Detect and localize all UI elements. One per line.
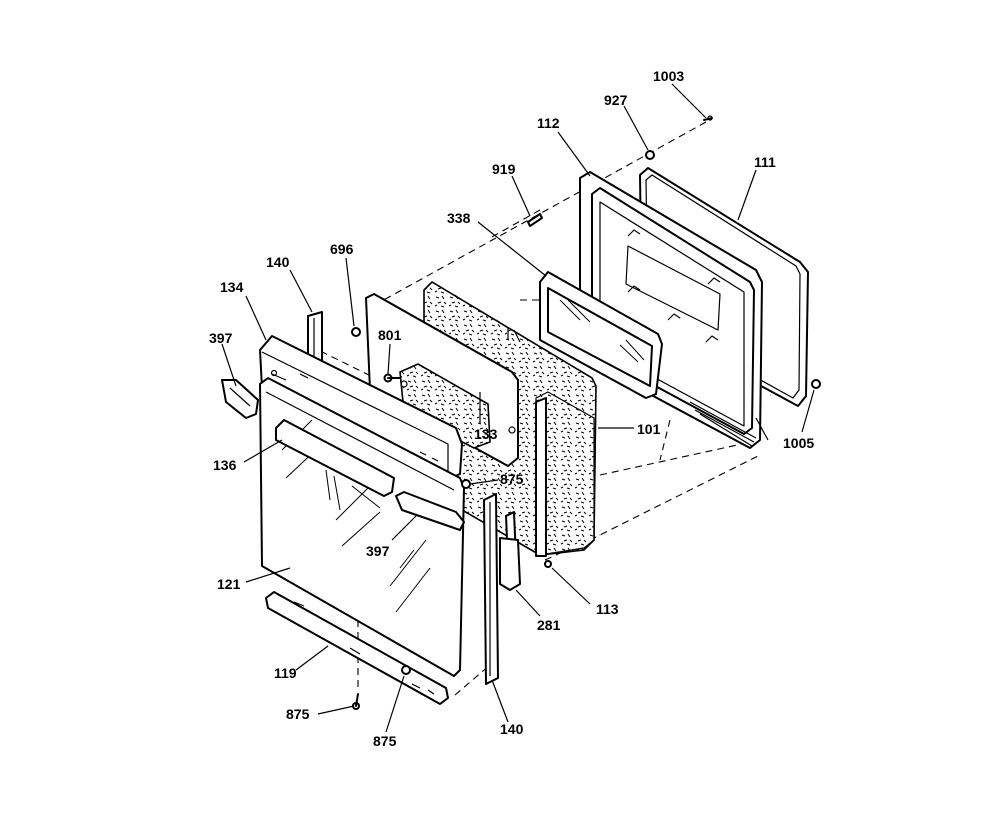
leader-lines [221,83,815,733]
label-111: 111 [754,154,776,170]
bottom-trim-channel [265,591,449,705]
label-140-top: 140 [266,254,290,270]
label-133: 133 [474,426,498,442]
label-875-bottom: 875 [373,733,397,749]
label-134: 134 [220,279,244,295]
label-101: 101 [637,421,661,437]
label-1005: 1005 [783,435,814,451]
label-397-mid: 397 [366,543,390,559]
label-801: 801 [378,327,402,343]
label-1003: 1003 [653,68,684,84]
part-number-labels: 1003 927 112 111 919 338 696 140 134 397… [209,68,814,749]
door-handle-bar [275,419,465,531]
label-927: 927 [604,92,628,108]
label-919: 919 [492,161,516,177]
side-trim-bottom [483,493,499,685]
label-696: 696 [330,241,354,257]
label-397-left: 397 [209,330,233,346]
label-113: 113 [596,601,619,617]
label-121: 121 [217,576,241,592]
label-281: 281 [537,617,561,633]
label-119: 119 [274,665,297,681]
label-140-bottom: 140 [500,721,524,737]
window-pack [539,271,663,399]
door-hinge [499,511,552,591]
label-112: 112 [537,115,560,131]
label-338: 338 [447,210,471,226]
label-875-mid: 875 [500,471,524,487]
hardware-screws [351,115,821,710]
label-875-left: 875 [286,706,310,722]
handle-end-cap-left [221,379,259,419]
label-136: 136 [213,457,237,473]
